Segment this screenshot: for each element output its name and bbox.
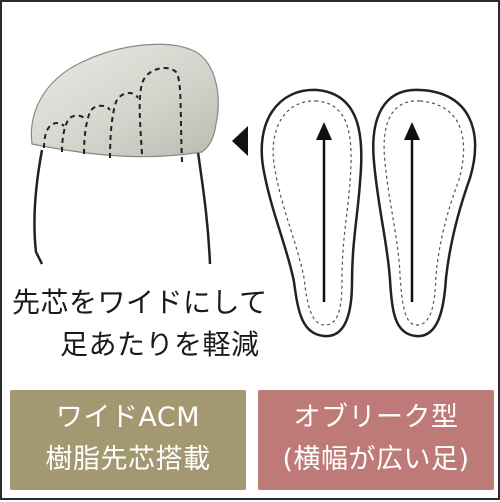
badge-wide-acm: ワイドACM 樹脂先芯搭載 <box>10 390 246 490</box>
foot-outline <box>33 149 212 265</box>
badge-oblique-type: オブリーク型 (横幅が広い足) <box>258 390 494 490</box>
up-arrow-icon <box>316 122 332 302</box>
pointer-arrow-icon <box>232 126 248 156</box>
badge-left-line-2: 樹脂先芯搭載 <box>45 444 211 475</box>
feature-caption: 先芯をワイドにして 足あたりを軽減 <box>12 282 268 366</box>
up-arrow-icon <box>404 122 420 302</box>
badge-right-line-2: (横幅が広い足) <box>282 444 470 475</box>
insole-right-icon <box>372 88 477 338</box>
caption-line-2: 足あたりを軽減 <box>60 328 260 361</box>
badge-left-line-1: ワイドACM <box>55 402 201 433</box>
toe-outlines-dashed <box>43 67 183 163</box>
caption-line-1: 先芯をワイドにして <box>12 286 268 319</box>
badge-right-line-1: オブリーク型 <box>293 402 459 433</box>
insole-left-icon <box>260 88 363 338</box>
toe-cap-illustration <box>30 43 219 158</box>
